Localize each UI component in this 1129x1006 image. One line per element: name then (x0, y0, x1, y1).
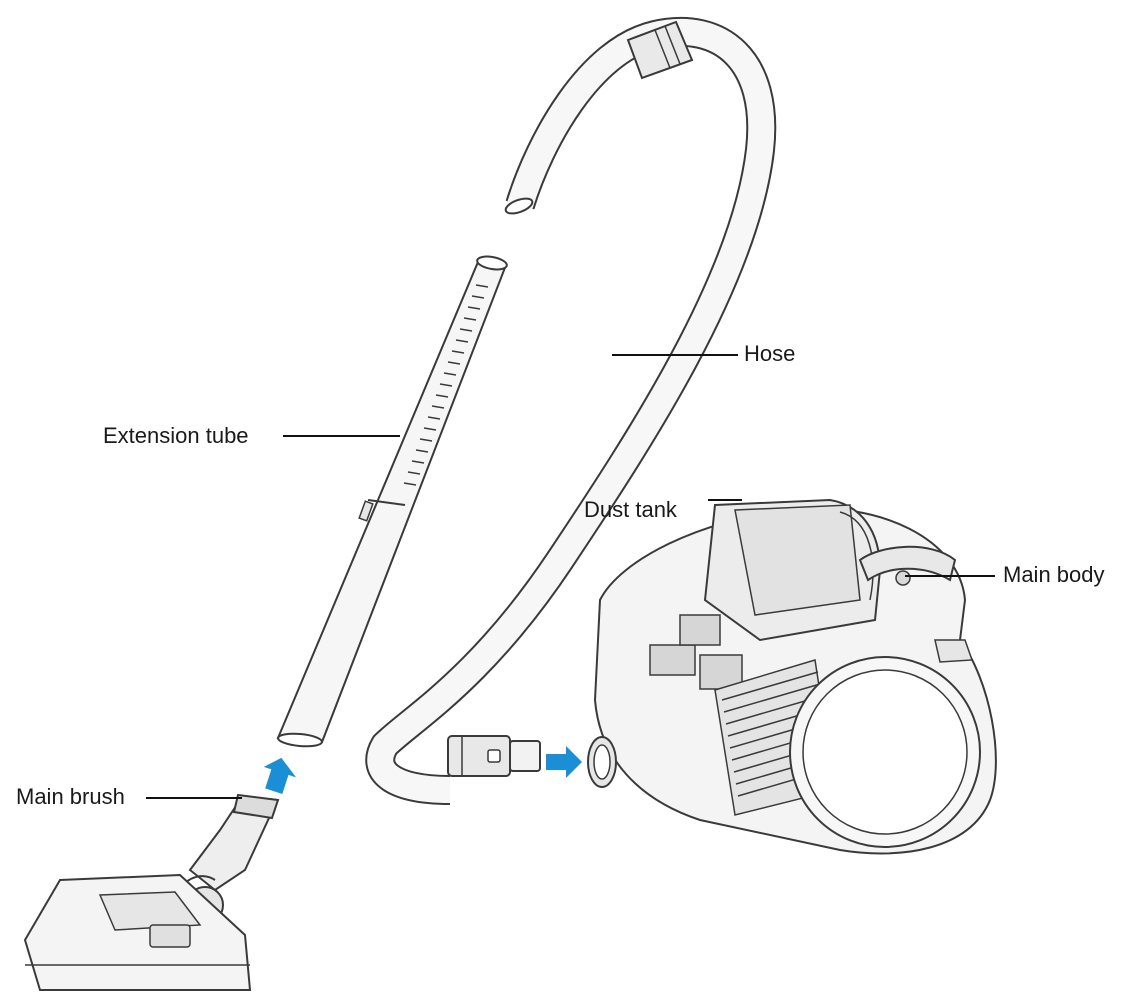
extension-tube-bottom (277, 732, 323, 748)
arrow-up-icon (263, 757, 297, 794)
extension-tube (276, 255, 508, 748)
main-brush-head (23, 873, 252, 991)
hose (365, 16, 777, 805)
hose-top-cuff (626, 20, 694, 80)
label-hose: Hose (744, 341, 796, 366)
extension-tube-slots (403, 284, 489, 486)
leader-lines (146, 354, 995, 799)
main-brush-cuff (232, 793, 280, 820)
label-main-body: Main body (1003, 562, 1105, 587)
label-extension-tube: Extension tube (103, 423, 249, 448)
main-body (587, 498, 997, 855)
label-dust-tank: Dust tank (584, 497, 677, 522)
hose-open-end (504, 197, 534, 215)
extension-tube-top (476, 255, 508, 271)
arrow-right-icon (546, 746, 582, 778)
hose-connector (447, 735, 541, 777)
main-brush (23, 793, 280, 991)
label-main-brush: Main brush (16, 784, 125, 809)
connection-arrows (263, 746, 582, 794)
